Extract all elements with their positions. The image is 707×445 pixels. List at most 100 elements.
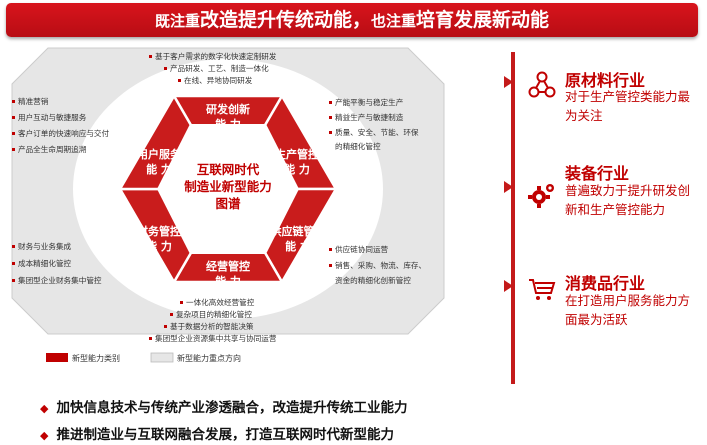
- direction-list-bottom-right: 供应链协同运营 销售、采购、物流、库存、 资金的精细化创新管控: [329, 244, 426, 285]
- bottom-point: ◆ 加快信息技术与传统产业渗透融合，改造提升传统工业能力: [40, 396, 407, 416]
- banner-text-1: 既注重: [154, 12, 200, 30]
- svg-text:经营管控: 经营管控: [206, 259, 250, 273]
- capability-map-diagram: 研发创新 能 力 生产管控 能 力 供应链管理 能 力 经营管控 能 力 财务管…: [11, 47, 445, 363]
- bottom-point-text: 推进制造业与互联网融合发展，打造互联网时代新型能力: [56, 427, 394, 443]
- svg-text:能 力: 能 力: [285, 239, 311, 253]
- svg-text:产品研发、工艺、制造一体化: 产品研发、工艺、制造一体化: [170, 63, 269, 73]
- svg-text:能 力: 能 力: [284, 162, 310, 176]
- direction-item: 基于客户需求的数字化快速定制研发: [155, 51, 277, 61]
- hex-label-rd: 研发创新: [206, 102, 250, 116]
- timeline-marker: [504, 76, 513, 88]
- svg-text:在线、异地协同研发: 在线、异地协同研发: [184, 75, 253, 85]
- svg-text:产品全生命周期追溯: 产品全生命周期追溯: [18, 144, 86, 154]
- svg-text:供应链管理: 供应链管理: [270, 224, 326, 238]
- molecule-icon: [528, 71, 556, 98]
- center-title-line3: 图谱: [215, 196, 241, 211]
- svg-text:用户互动与敏捷服务: 用户互动与敏捷服务: [18, 112, 87, 122]
- direction-item: 集团型企业资源集中共享与协同运营: [155, 333, 277, 343]
- hex-label-prod: 生产管控: [275, 147, 319, 161]
- direction-item: 产能平衡与稳定生产: [335, 97, 404, 107]
- svg-text:用户服务: 用户服务: [137, 147, 182, 161]
- diamond-bullet-icon: ◆: [40, 402, 49, 415]
- svg-text:能 力: 能 力: [215, 117, 241, 131]
- svg-text:能 力: 能 力: [146, 239, 172, 253]
- svg-text:成本精细化管控: 成本精细化管控: [18, 258, 72, 268]
- industry-title-equipment: 装备行业: [565, 164, 630, 183]
- svg-text:制造业新型能力: 制造业新型能力: [184, 179, 272, 194]
- hex-sub-rd: 能 力: [215, 117, 241, 131]
- legend-swatch-type: [46, 353, 68, 362]
- svg-text:供应链协同运营: 供应链协同运营: [335, 244, 389, 254]
- direction-item: 资金的精细化创新管控: [335, 275, 411, 285]
- direction-list-top: 基于客户需求的数字化快速定制研发 产品研发、工艺、制造一体化 在线、异地协同研发: [149, 51, 277, 85]
- diamond-bullet-icon: ◆: [40, 429, 49, 442]
- header-banner: 既注重改造提升传统动能，也注重培育发展新动能: [6, 3, 698, 37]
- svg-text:研发创新: 研发创新: [206, 102, 250, 116]
- svg-text:能 力: 能 力: [215, 274, 241, 288]
- svg-text:新型能力重点方向: 新型能力重点方向: [177, 353, 241, 363]
- hex-sub-user: 能 力: [146, 162, 172, 176]
- svg-text:复杂项目的精细化管控: 复杂项目的精细化管控: [176, 309, 252, 319]
- direction-item: 产品全生命周期追溯: [18, 144, 86, 154]
- svg-text:互联网时代: 互联网时代: [197, 162, 260, 177]
- direction-item: 成本精细化管控: [18, 258, 72, 268]
- legend-swatch-focus: [150, 352, 174, 363]
- hex-label-scm: 供应链管理: [270, 224, 326, 238]
- hex-label-fin: 财务管控: [136, 224, 181, 238]
- direction-item: 基于数据分析的智能决策: [170, 321, 254, 331]
- direction-item: 用户互动与敏捷服务: [18, 112, 87, 122]
- svg-text:基于客户需求的数字化快速定制研发: 基于客户需求的数字化快速定制研发: [155, 51, 277, 61]
- svg-text:集团型企业财务集中管控: 集团型企业财务集中管控: [18, 275, 102, 285]
- svg-text:财务与业务集成: 财务与业务集成: [18, 241, 72, 251]
- direction-item: 产品研发、工艺、制造一体化: [170, 63, 269, 73]
- direction-list-bottom-left: 财务与业务集成 成本精细化管控 集团型企业财务集中管控: [12, 241, 102, 285]
- svg-text:产能平衡与稳定生产: 产能平衡与稳定生产: [335, 97, 404, 107]
- gear-icon: [528, 184, 554, 208]
- direction-item: 精益生产与敏捷制造: [335, 112, 404, 122]
- direction-item: 精准营销: [18, 96, 49, 106]
- direction-list-top-left: 精准营销 用户互动与敏捷服务 客户订单的快速响应与交付 产品全生命周期追溯: [12, 96, 110, 154]
- timeline-marker: [504, 280, 513, 292]
- direction-list-top-right: 产能平衡与稳定生产 精益生产与敏捷制造 质量、安全、节能、环保 的精细化管控: [329, 97, 419, 151]
- hex-label-user: 用户服务: [137, 147, 182, 161]
- industry-desc-raw-materials: 对于生产管控类能力最为关注: [565, 89, 691, 123]
- svg-text:资金的精细化创新管控: 资金的精细化创新管控: [335, 275, 411, 285]
- direction-item: 财务与业务集成: [18, 241, 72, 251]
- svg-text:精益生产与敏捷制造: 精益生产与敏捷制造: [335, 112, 404, 122]
- svg-text:新型能力类别: 新型能力类别: [72, 353, 120, 363]
- legend-focus-label: 新型能力重点方向: [177, 353, 241, 363]
- svg-text:图谱: 图谱: [215, 196, 241, 211]
- svg-text:一体化高效经营管控: 一体化高效经营管控: [186, 297, 255, 307]
- legend-type-label: 新型能力类别: [72, 353, 120, 363]
- svg-text:能 力: 能 力: [146, 162, 172, 176]
- hex-label-ops: 经营管控: [206, 259, 250, 273]
- industry-desc-equipment: 普遍致力于提升研发创新和生产管控能力: [565, 183, 691, 217]
- industry-title-consumer: 消费品行业: [565, 274, 646, 293]
- bottom-point-text: 加快信息技术与传统产业渗透融合，改造提升传统工业能力: [56, 400, 408, 416]
- direction-item: 复杂项目的精细化管控: [176, 309, 252, 319]
- center-hexagon: [157, 124, 299, 254]
- center-title-line1: 互联网时代: [197, 162, 260, 177]
- direction-item: 在线、异地协同研发: [184, 75, 253, 85]
- direction-item: 质量、安全、节能、环保: [335, 127, 419, 137]
- svg-text:销售、采购、物流、库存、: 销售、采购、物流、库存、: [335, 260, 426, 270]
- hex-sub-ops: 能 力: [215, 274, 241, 288]
- direction-item: 供应链协同运营: [335, 244, 389, 254]
- legend: 新型能力类别 新型能力重点方向: [46, 352, 241, 363]
- cart-icon: [529, 279, 556, 300]
- hex-sub-scm: 能 力: [285, 239, 311, 253]
- svg-text:财务管控: 财务管控: [136, 224, 181, 238]
- svg-text:集团型企业资源集中共享与协同运营: 集团型企业资源集中共享与协同运营: [155, 333, 277, 343]
- svg-text:质量、安全、节能、环保: 质量、安全、节能、环保: [335, 127, 419, 137]
- direction-item: 的精细化管控: [335, 141, 381, 151]
- timeline-line: [511, 52, 515, 384]
- industry-desc-consumer: 在打造用户服务能力方面最为活跃: [565, 293, 691, 327]
- banner-text-2: 改造提升传统动能，: [199, 9, 371, 31]
- svg-text:生产管控: 生产管控: [275, 147, 319, 161]
- svg-text:精准营销: 精准营销: [18, 96, 49, 106]
- bottom-point: ◆ 推进制造业与互联网融合发展，打造互联网时代新型能力: [40, 423, 394, 443]
- banner-text-3: 也注重: [371, 12, 417, 30]
- direction-item: 集团型企业财务集中管控: [18, 275, 102, 285]
- hex-sub-fin: 能 力: [146, 239, 172, 253]
- svg-text:的精细化管控: 的精细化管控: [335, 141, 381, 151]
